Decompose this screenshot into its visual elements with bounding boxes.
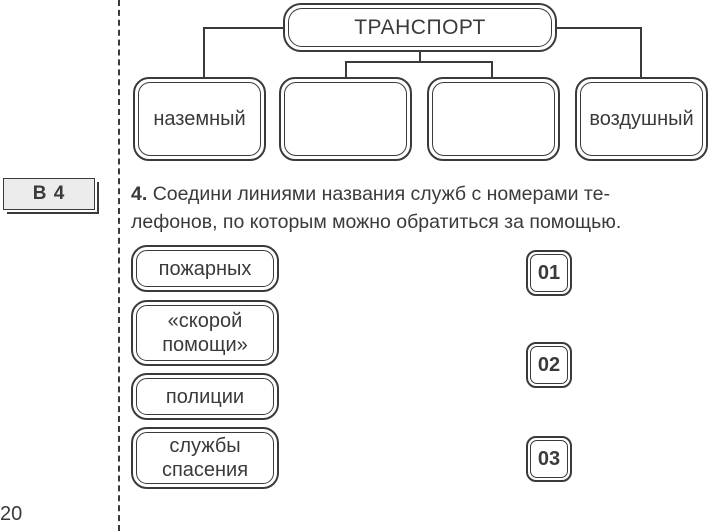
category-box-blank-2[interactable] [427,77,560,161]
connector-center-left-drop [345,61,347,77]
phone-label-02: 02 [537,353,561,376]
category-label-air: воздушный [589,108,694,130]
connector-right-vertical [640,27,642,79]
task-text-line-2: лефонов, по которым можно обратиться за … [131,211,622,233]
service-box-fire[interactable]: пожарных [131,245,279,292]
service-label-ambulance-line-2: помощи» [162,334,248,356]
category-box-inner-border [432,82,555,156]
phone-box-01[interactable]: 01 [526,250,572,296]
page-number: 20 [0,503,23,525]
service-label-ambulance-line-1: «скорой [167,310,243,332]
category-box-ground: наземный [133,77,266,161]
phone-box-02[interactable]: 02 [526,342,572,388]
service-label-rescue-line-2: спасения [161,459,249,481]
category-box-inner-border [284,82,407,156]
task-number: 4. [131,183,148,205]
transport-title: ТРАНСПОРТ [354,15,486,39]
category-box-air: воздушный [575,77,708,161]
phone-label-03: 03 [537,447,561,470]
task-question: 4. Соедини линиями названия служб с номе… [131,180,706,236]
connector-center-right-drop [491,61,493,77]
phone-label-01: 01 [537,261,561,284]
category-box-blank-1[interactable] [279,77,412,161]
transport-title-box: ТРАНСПОРТ [283,3,557,52]
task-badge-label: В 4 [32,183,66,204]
task-question-line-1: 4. Соедини линиями названия служб с номе… [131,180,706,208]
connector-left-horizontal [203,27,287,29]
service-label-police: полиции [165,385,245,408]
task-badge: В 4 [3,178,99,214]
task-text-line-1: Соедини линиями названия служб с номерам… [152,183,610,205]
service-box-rescue[interactable]: службы спасения [131,427,279,489]
service-box-ambulance[interactable]: «скорой помощи» [131,300,279,366]
service-label-rescue-line-1: службы [169,435,241,457]
connector-center-horizontal [345,61,493,63]
service-box-police[interactable]: полиции [131,373,279,420]
dashed-margin-line [118,0,120,531]
connector-left-vertical [203,27,205,79]
category-label-ground: наземный [153,108,246,130]
connector-right-horizontal [556,27,642,29]
service-label-fire: пожарных [158,257,252,280]
phone-box-03[interactable]: 03 [526,436,572,482]
connector-center-stem [419,49,421,62]
